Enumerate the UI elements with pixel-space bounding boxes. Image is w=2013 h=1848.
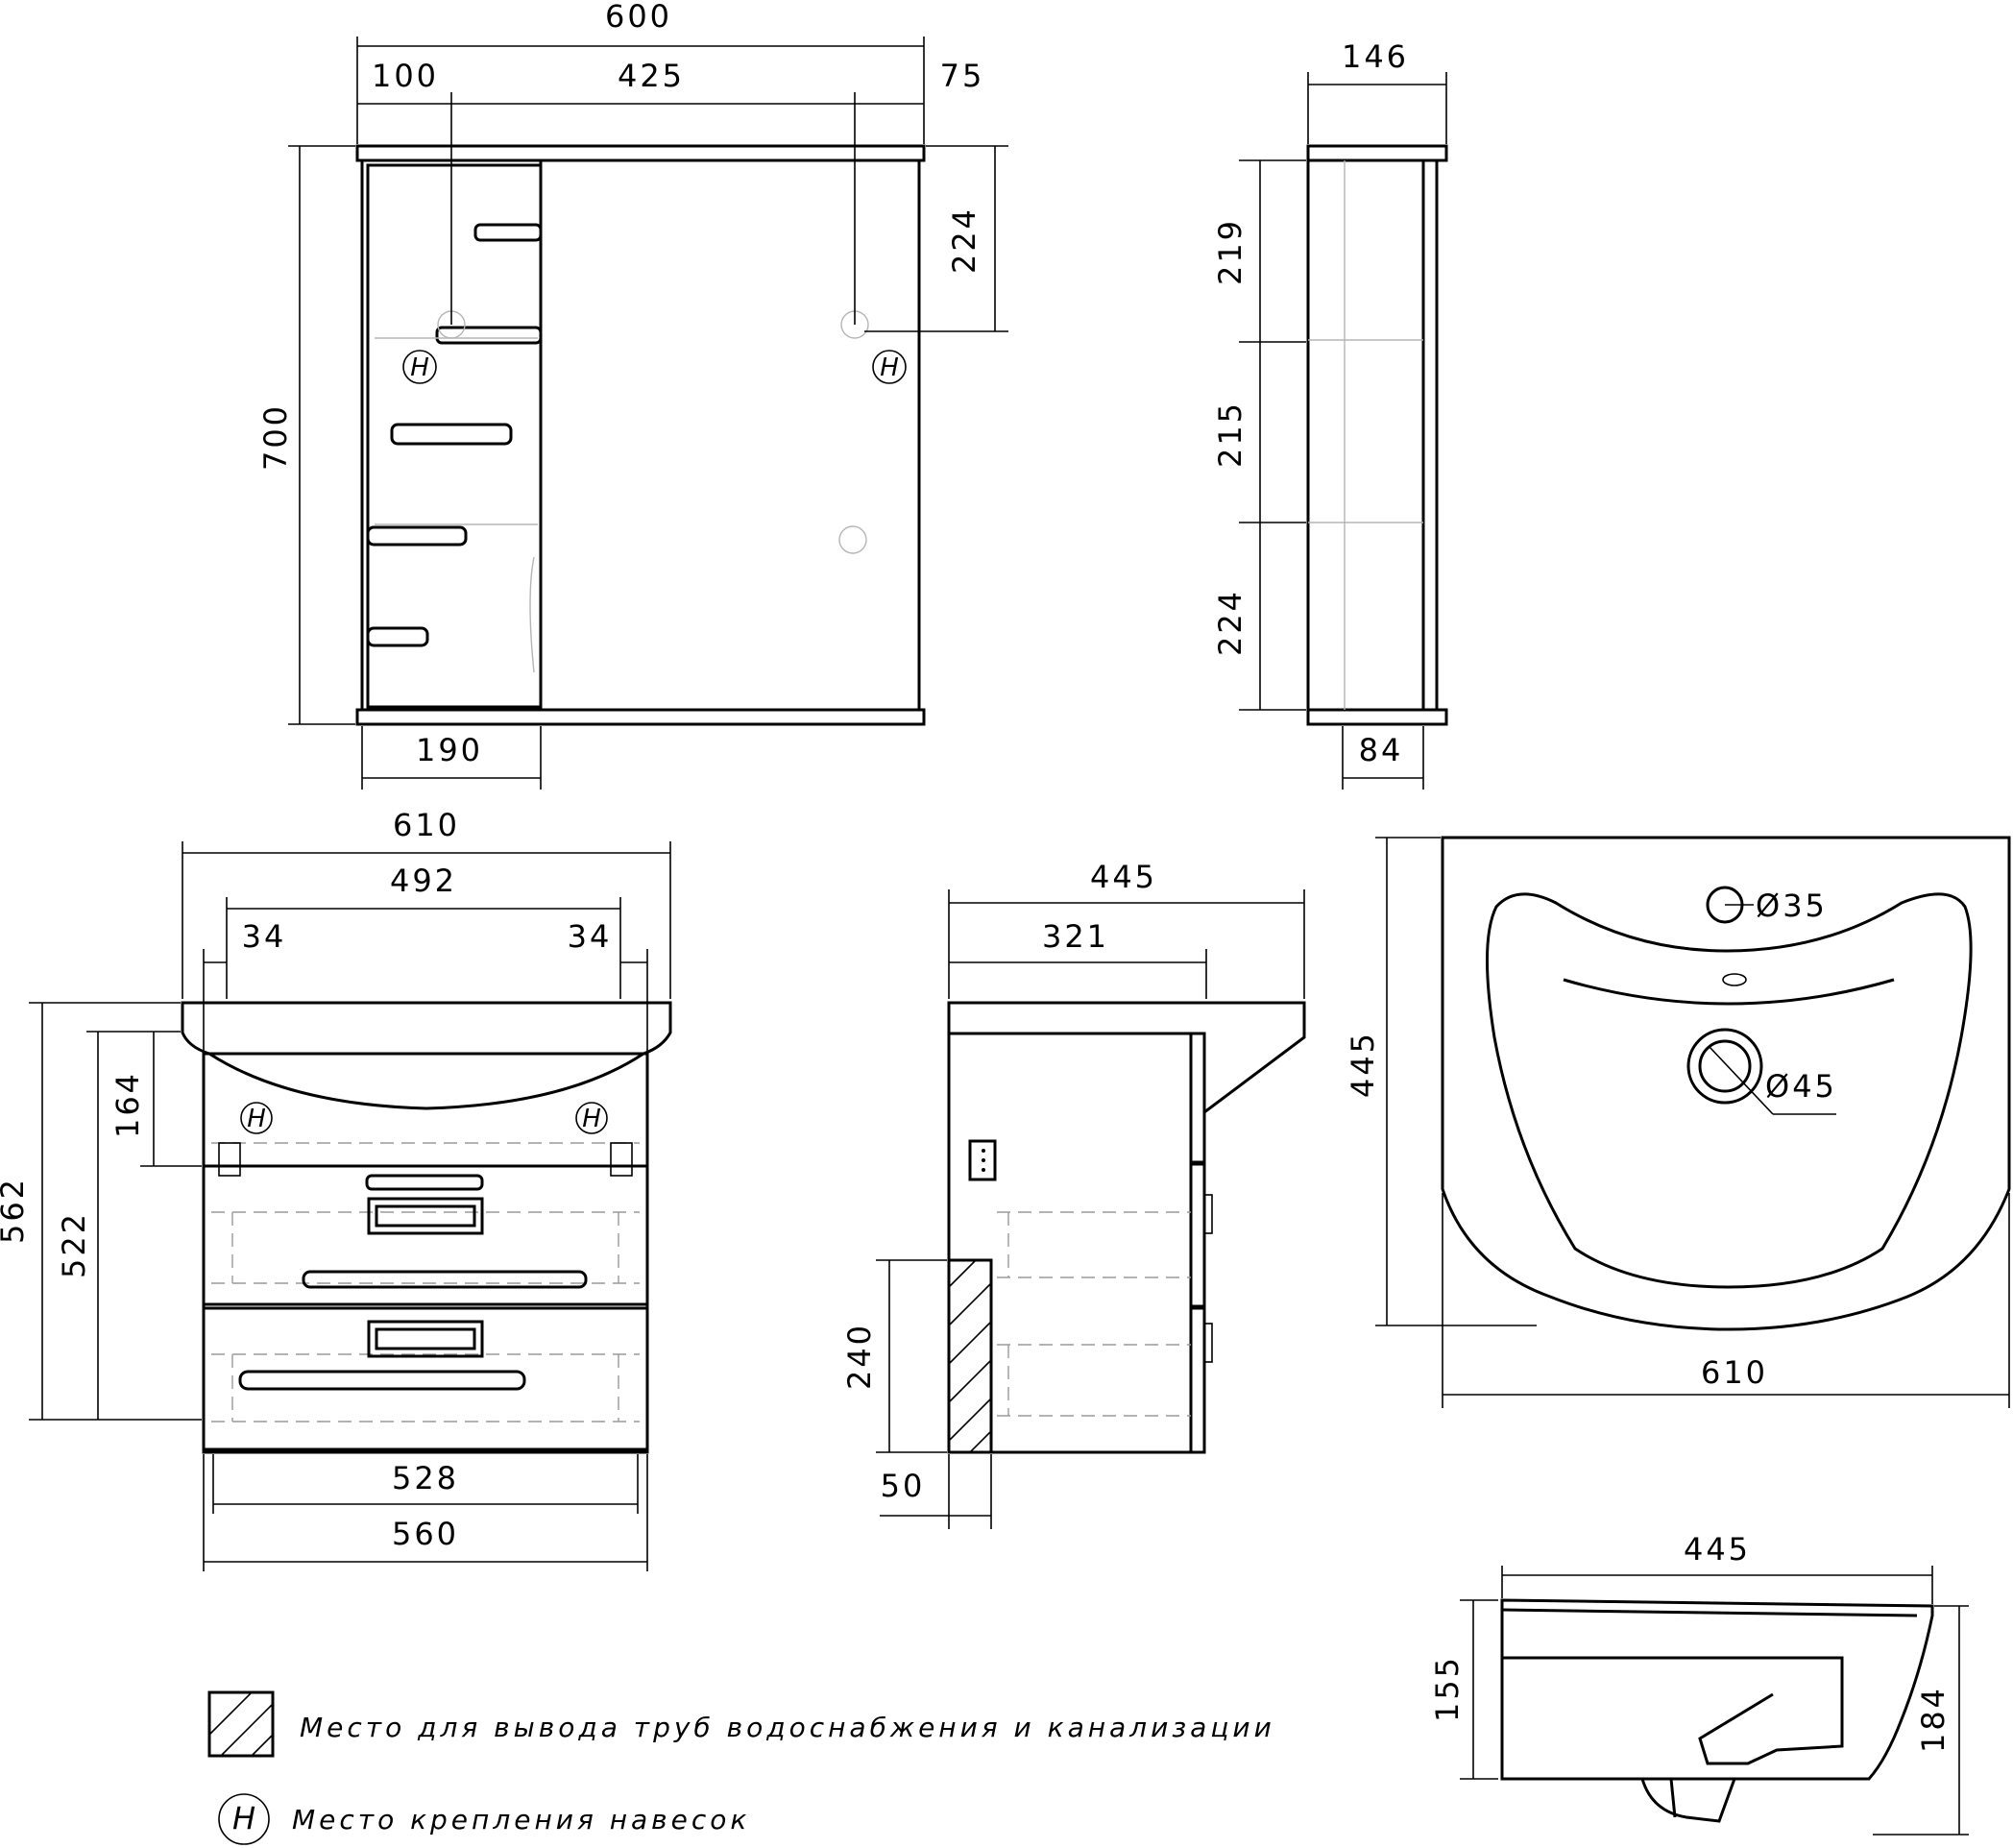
svg-text:H: H [232, 1800, 255, 1836]
drawer-lower [202, 1306, 649, 1454]
dim-left-inset: 34 [242, 918, 287, 955]
side-body [1306, 158, 1439, 712]
dim-basin-width: 610 [1701, 1354, 1768, 1391]
side-top-cap [1306, 144, 1448, 162]
open-shelf-section [366, 163, 543, 709]
dim-right-inset: 34 [568, 918, 613, 955]
dim-basin-depth: 445 [1345, 1031, 1381, 1098]
basin-side-outline [1500, 1598, 1934, 1781]
dim-side-depth: 146 [1342, 38, 1409, 75]
dim-basin-side-front: 155 [1429, 1655, 1466, 1722]
drawer-upper-bar [302, 1270, 588, 1289]
vanity-mount-symbol-right [575, 1102, 608, 1134]
legend-mount-text: Место крепления навесок [292, 1804, 750, 1836]
mount-symbol-left [402, 350, 437, 384]
label-drain-hole: Ø45 [1765, 1068, 1837, 1105]
basin-outline [1441, 836, 2011, 1331]
dim-left-segment: 100 [372, 58, 439, 94]
dim-vanity-width: 610 [393, 807, 460, 843]
side-front-lower [1189, 1306, 1206, 1454]
legend-hatch-swatch [207, 1690, 275, 1758]
basin-side-view: 445 155 184 [1429, 1531, 1969, 1836]
dim-inner-width: 492 [390, 863, 457, 899]
mount-symbol-right [872, 350, 907, 384]
dim-base-inner-width: 528 [392, 1460, 459, 1496]
vanity-front-view: H H 610 492 34 34 562 522 164 528 [0, 807, 672, 1571]
dim-pipe-zone-width: 50 [881, 1468, 926, 1504]
dim-basin-side-back: 184 [1915, 1686, 1952, 1753]
svg-text:H: H [582, 1105, 601, 1133]
legend: Место для вывода труб водоснабжения и ка… [207, 1690, 1275, 1845]
legend-pipes-text: Место для вывода труб водоснабжения и ка… [300, 1712, 1275, 1743]
basin-top-view: Ø35 Ø45 445 610 [1345, 836, 2011, 1408]
svg-text:H: H [410, 353, 429, 382]
side-front-upper [1189, 1032, 1206, 1164]
side-cabinet [947, 1032, 1206, 1454]
dim-total-height: 562 [0, 1177, 31, 1244]
side-front-middle [1189, 1162, 1206, 1308]
dim-right-segment: 75 [940, 58, 985, 94]
side-countertop [947, 1001, 1306, 1115]
side-door-edge [1421, 158, 1439, 712]
drain-hole-inner [1698, 1039, 1752, 1093]
drawer-lower-bar [238, 1370, 526, 1391]
legend-mount-symbol [218, 1793, 270, 1845]
dim-base-width: 560 [392, 1516, 459, 1552]
cabinet-top-cap [355, 144, 926, 162]
label-tap-hole: Ø35 [1756, 888, 1828, 924]
dim-section-middle: 215 [1212, 401, 1249, 468]
drain-hole-outer [1686, 1028, 1763, 1105]
cabinet-bottom-base [355, 708, 926, 726]
side-bottom-base [1306, 708, 1448, 726]
dim-section-top: 219 [1212, 218, 1249, 285]
dim-side-body-depth: 321 [1042, 918, 1109, 955]
pipe-outlet-zone [947, 1258, 993, 1454]
dim-overall-width: 600 [605, 0, 672, 35]
dim-body-height: 522 [56, 1211, 92, 1278]
svg-text:H: H [880, 353, 899, 382]
bracket-right [610, 1142, 633, 1177]
drawer-upper-pull-handle [367, 1197, 484, 1235]
bracket-left [218, 1142, 241, 1177]
dim-inner-depth: 84 [1359, 732, 1404, 768]
dim-basin-side-width: 445 [1684, 1531, 1751, 1568]
mirror-cabinet-front-view: H H 600 100 425 75 700 224 190 [257, 0, 1008, 790]
drawer-lower-pull-handle [367, 1320, 484, 1358]
drawer-upper [202, 1164, 649, 1306]
dim-shelf-width: 190 [416, 732, 483, 768]
side-mount-bracket [968, 1139, 997, 1181]
drawer-top-handle [365, 1174, 484, 1191]
basin-bowl-curve [208, 1052, 644, 1110]
basin-side-inner [1502, 1656, 1844, 1765]
dim-hook-offset: 224 [946, 207, 982, 274]
dim-section-bottom: 224 [1212, 589, 1249, 656]
shelf-4 [366, 525, 468, 547]
cabinet-body [360, 158, 921, 712]
shelf-3 [390, 423, 513, 446]
dim-side-depth-total: 445 [1090, 859, 1157, 895]
basin-top-slab [181, 1001, 672, 1056]
basin-side-drain [1640, 1778, 1736, 1823]
vanity-body [202, 1052, 649, 1454]
basin-overflow-line [1563, 978, 1895, 1006]
dim-middle-segment: 425 [618, 58, 685, 94]
vanity-side-view: 445 321 240 50 [841, 859, 1306, 1529]
dim-top-section: 164 [109, 1071, 146, 1138]
basin-bowl [1486, 892, 1973, 1289]
mirror-cabinet-side-view: 146 219 215 224 84 [1212, 38, 1448, 790]
shelf-2 [435, 326, 543, 345]
dim-pipe-zone-height: 240 [841, 1323, 878, 1390]
dim-height: 700 [257, 403, 294, 471]
shelf-5 [366, 626, 429, 647]
svg-text:H: H [247, 1105, 266, 1133]
shelf-1 [473, 223, 543, 242]
vanity-mount-symbol-left [240, 1102, 273, 1134]
mirror-knob [838, 525, 867, 554]
